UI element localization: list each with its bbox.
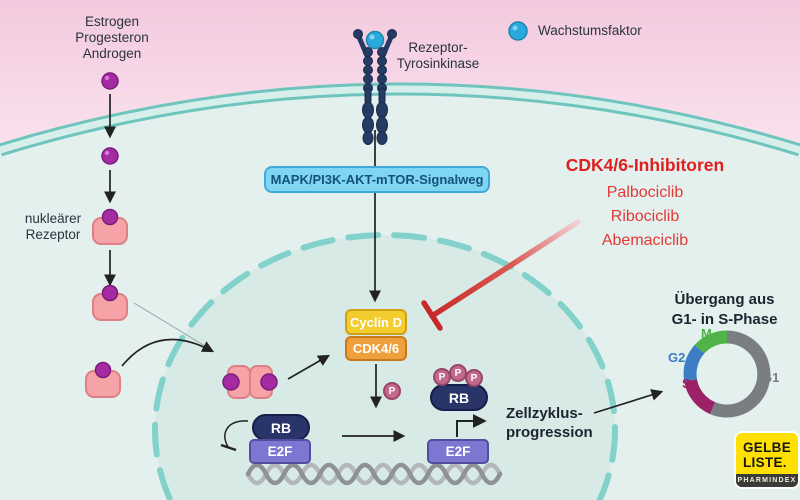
logo-wordmark: GELBE LISTE. [736,433,798,474]
phase-m-label: M [701,326,712,341]
logo-subtitle: PHARMINDEX [736,474,798,487]
phase-g1-label: G1 [762,370,780,385]
e2f-box-left: E2F [249,439,311,464]
rb-protein-phosphorylated: RB [430,384,488,411]
inhibition-line [421,219,581,331]
nuclear-receptor-icon [85,208,128,398]
cdk46-box: CDK4/6 [345,336,407,361]
cell-cycle-donut [683,330,771,418]
rb-protein-left: RB [252,414,310,441]
cell-membrane [0,82,800,157]
inhibitors-title: CDK4/6-Inhibitoren [565,155,725,175]
hormones-label: Estrogen Progesteron Androgen [75,14,149,61]
signal-arrows [104,94,664,452]
cell-cycle-title: Übergang aus G1- in S-Phase [671,291,778,328]
phase-g2-label: G2 [668,350,686,365]
receptor-dimer-icon [222,365,278,399]
drug-palbociclib: Palbociclib [606,184,684,201]
receptor-tyrosine-kinase-label: Rezeptor- Tyrosinkinase [396,40,480,71]
hormone-dot-icon [101,72,119,165]
phosphate-icon: P [465,369,483,387]
growth-factor-icon [365,21,528,50]
dna-helix-icon [245,462,503,486]
phosphate-icon: P [383,382,401,400]
gelbe-liste-logo: GELBE LISTE. PHARMINDEX [734,431,800,489]
growth-factor-label: Wachstumsfaktor [538,23,642,38]
cyclin-d-box: Cyclin D [345,309,407,335]
pathway-box: MAPK/PI3K-AKT-mTOR-Signalweg [264,166,490,193]
drug-ribociclib: Ribociclib [610,208,680,225]
receptor-tyrosine-kinase-icon [353,29,397,145]
cell-cycle-progression-label: Zellzyklus- progression [506,405,593,441]
logo-line2: LISTE. [743,455,787,470]
phase-s-label: S [682,376,691,391]
logo-line1: GELBE [743,440,792,455]
e2f-box-right: E2F [427,439,489,464]
drug-abemaciclib: Abemaciclib [601,232,689,249]
nuclear-receptor-label: nukleärer Rezeptor [24,211,82,242]
